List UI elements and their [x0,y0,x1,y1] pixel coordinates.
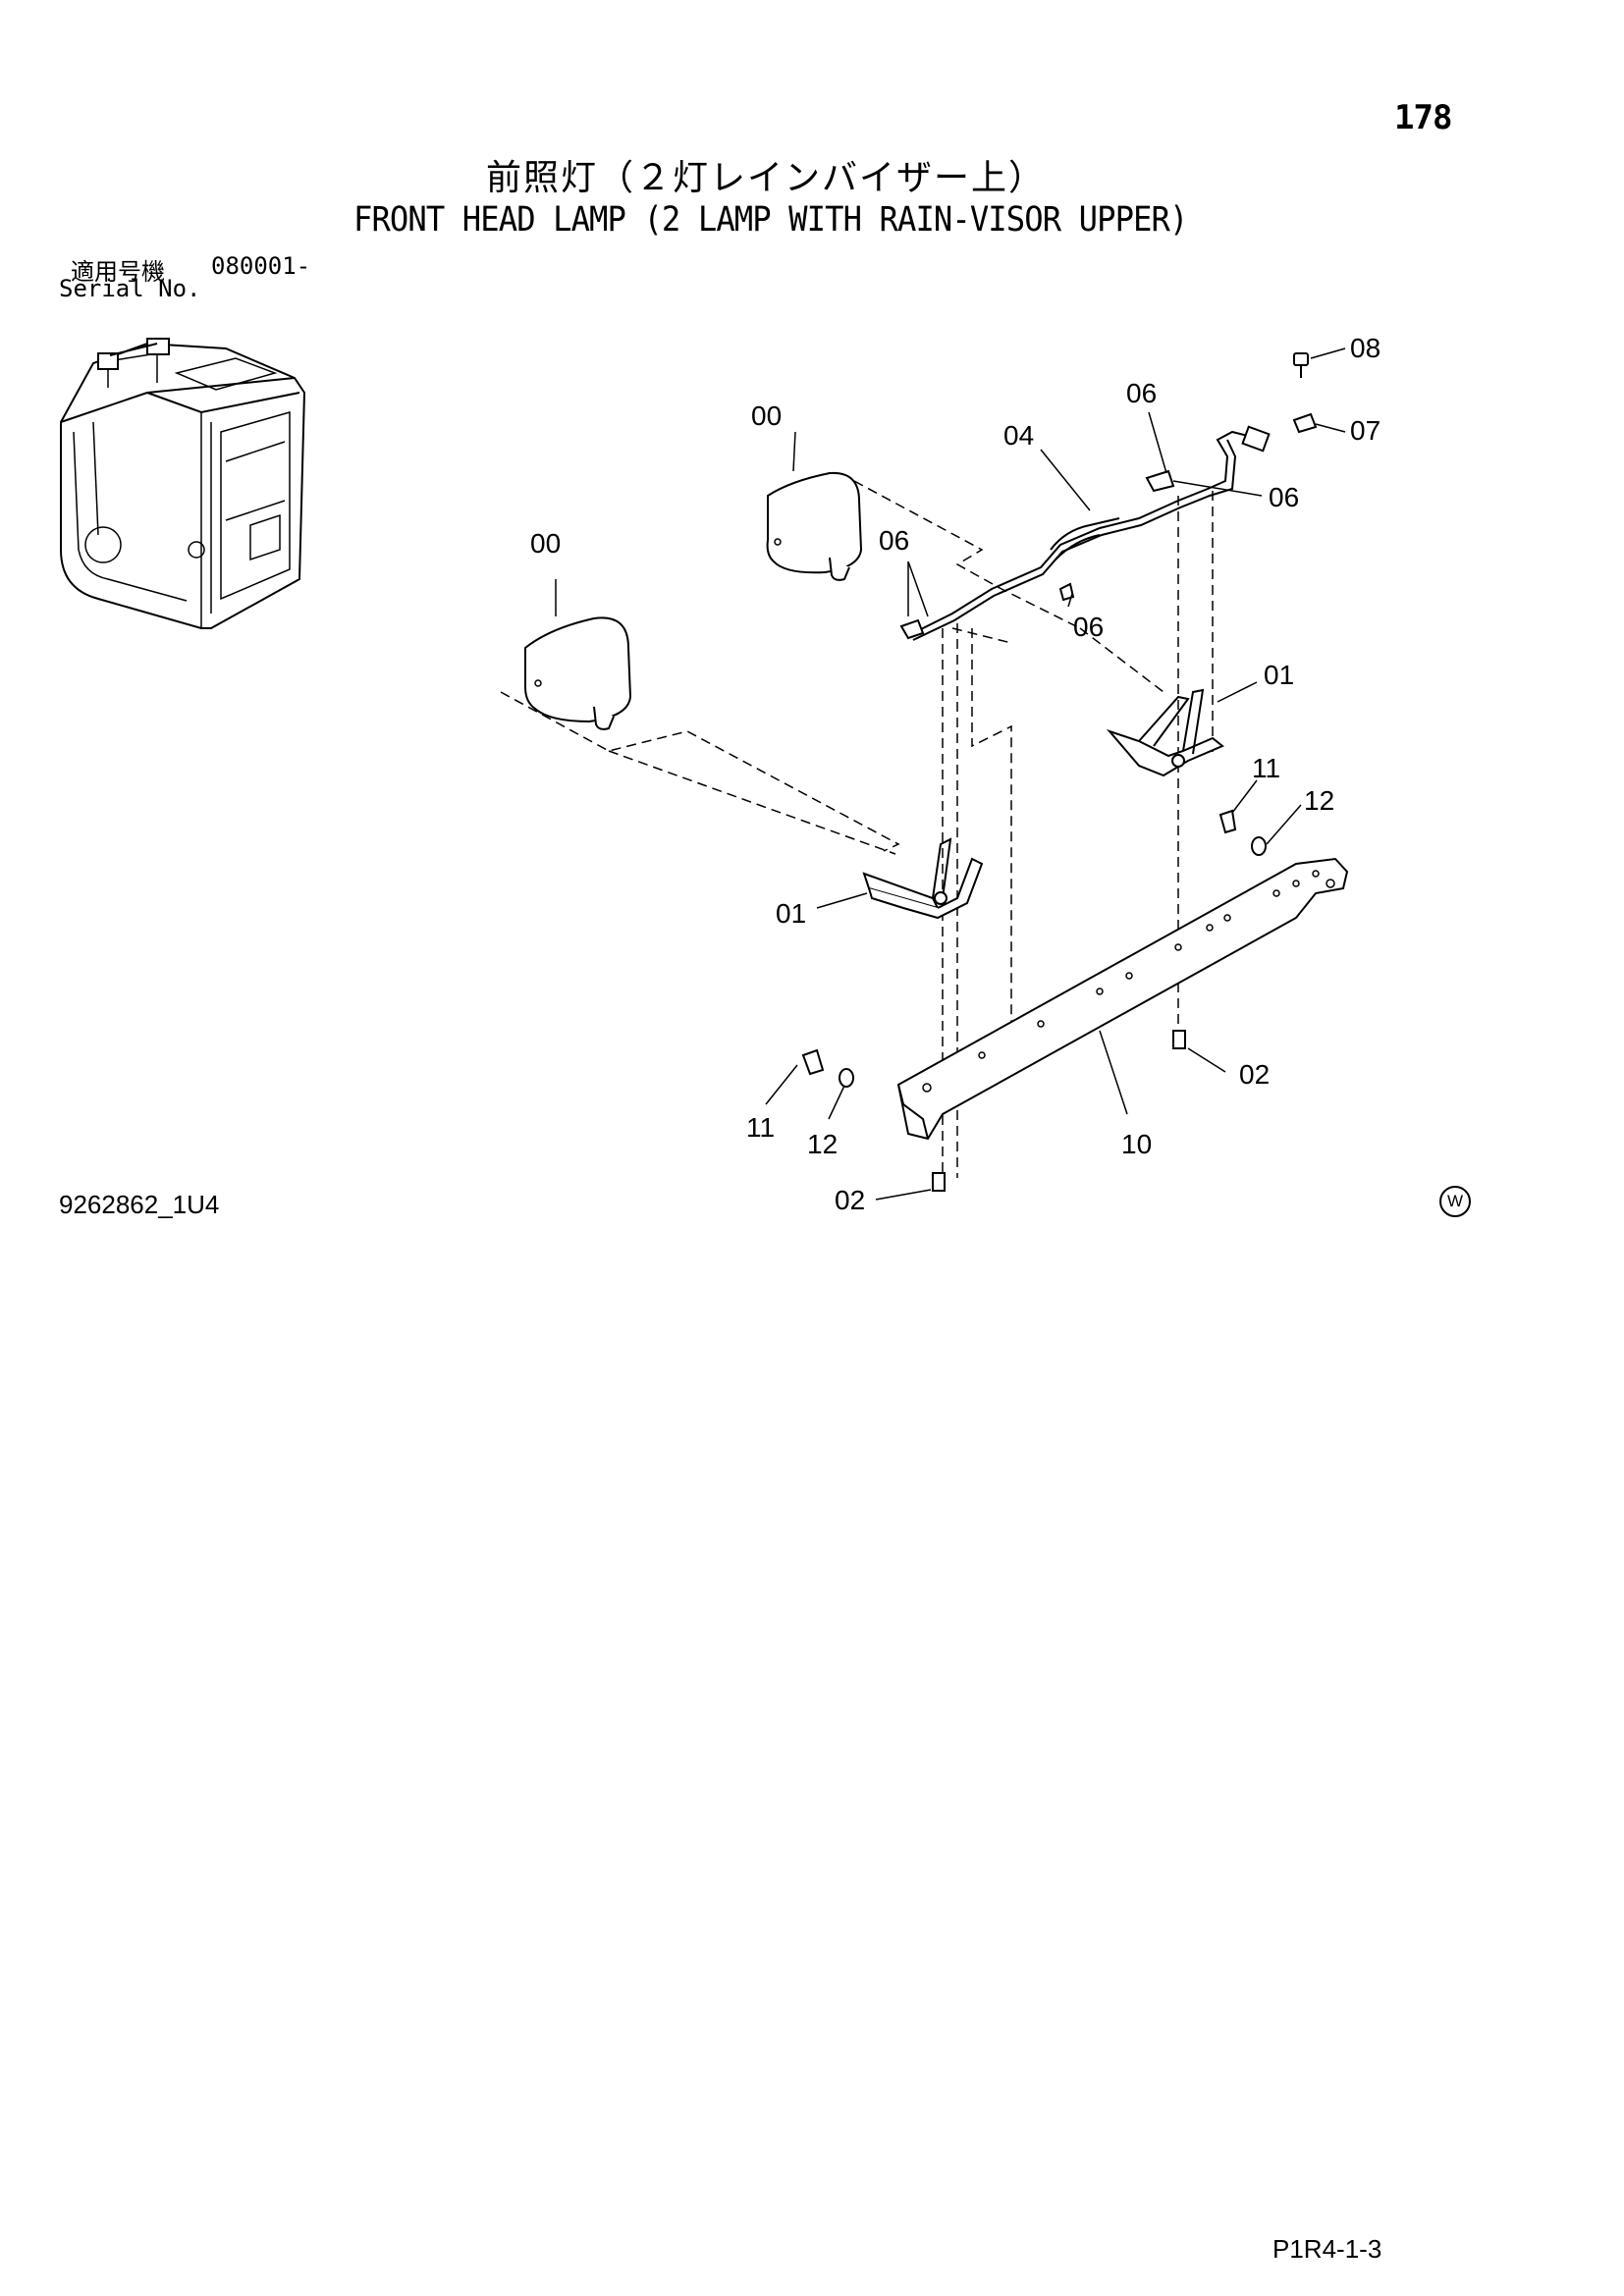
callout-11: 11 [1252,753,1280,783]
page-title-en: FRONT HEAD LAMP (2 LAMP WITH RAIN-VISOR … [353,200,1188,240]
page-title-ja: 前照灯（２灯レインバイザー上） [486,158,1047,198]
head-lamp-right [766,471,863,581]
callout-12: 12 [1304,785,1334,816]
assembly-guide-lines [500,480,1214,1178]
base-plate-10 [896,857,1349,1141]
cab-location-thumbnail [60,338,306,629]
drawing-number: 9262862_1U4 [59,1190,220,1219]
bracket-01-right [1106,688,1224,777]
callout-02: 02 [835,1185,865,1215]
serial-range: 080001- [211,252,311,280]
callout-00: 00 [530,528,561,559]
callout-06: 06 [1073,612,1104,642]
page-number: 178 [1394,98,1452,137]
callout-06: 06 [1269,482,1299,512]
mark-w: W [1439,1186,1471,1217]
callout-06: 06 [879,525,909,556]
callout-07: 07 [1350,415,1380,446]
callout-04: 04 [1003,420,1034,451]
head-lamp-left [524,616,632,730]
serial-label-ja: 適用号機 [71,258,165,286]
leader-lines [555,347,1346,1201]
callout-02: 02 [1239,1059,1270,1090]
callout-12: 12 [807,1129,838,1159]
fasteners [801,809,1267,1192]
wire-harness [899,425,1271,641]
bracket-01-left [862,837,984,920]
serial-label-en: Serial No. [59,275,201,302]
callout-10: 10 [1121,1129,1152,1159]
callout-11: 11 [746,1112,775,1143]
callout-01: 01 [776,898,806,929]
callout-labels: 00 00 04 06 06 06 06 07 08 01 01 11 12 1… [530,333,1380,1215]
callout-06: 06 [1126,378,1157,408]
callout-01: 01 [1264,660,1294,690]
callout-00: 00 [751,400,782,431]
callout-08: 08 [1350,333,1380,363]
bolt-08-clamp-07 [1292,352,1318,434]
page-reference: P1R4-1-3 [1272,2234,1382,2264]
